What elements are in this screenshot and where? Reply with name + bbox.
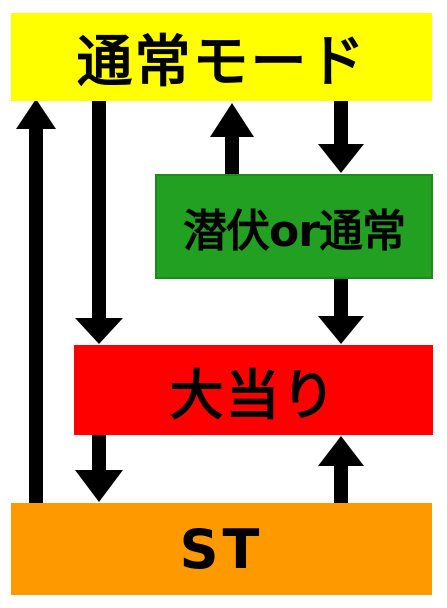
arrow-st-to-normal xyxy=(16,99,56,503)
node-latent-or-normal-label: 潜伏or通常 xyxy=(183,205,406,257)
arrow-latent-to-jackpot xyxy=(318,279,364,344)
node-latent-or-normal: 潜伏or通常 xyxy=(155,174,433,279)
node-jackpot-label: 大当り xyxy=(169,363,338,427)
node-jackpot: 大当り xyxy=(74,345,433,435)
arrow-jackpot-to-st xyxy=(75,435,123,502)
node-st-label: ST xyxy=(179,517,264,581)
node-normal-mode-label: 通常モード xyxy=(76,29,367,95)
node-st: ST xyxy=(11,503,432,595)
arrow-st-to-jackpot xyxy=(318,436,364,503)
arrow-normal-to-latent xyxy=(318,101,364,173)
arrow-latent-to-normal xyxy=(210,103,254,174)
arrow-normal-to-jackpot xyxy=(75,101,123,344)
node-normal-mode: 通常モード xyxy=(11,13,432,101)
